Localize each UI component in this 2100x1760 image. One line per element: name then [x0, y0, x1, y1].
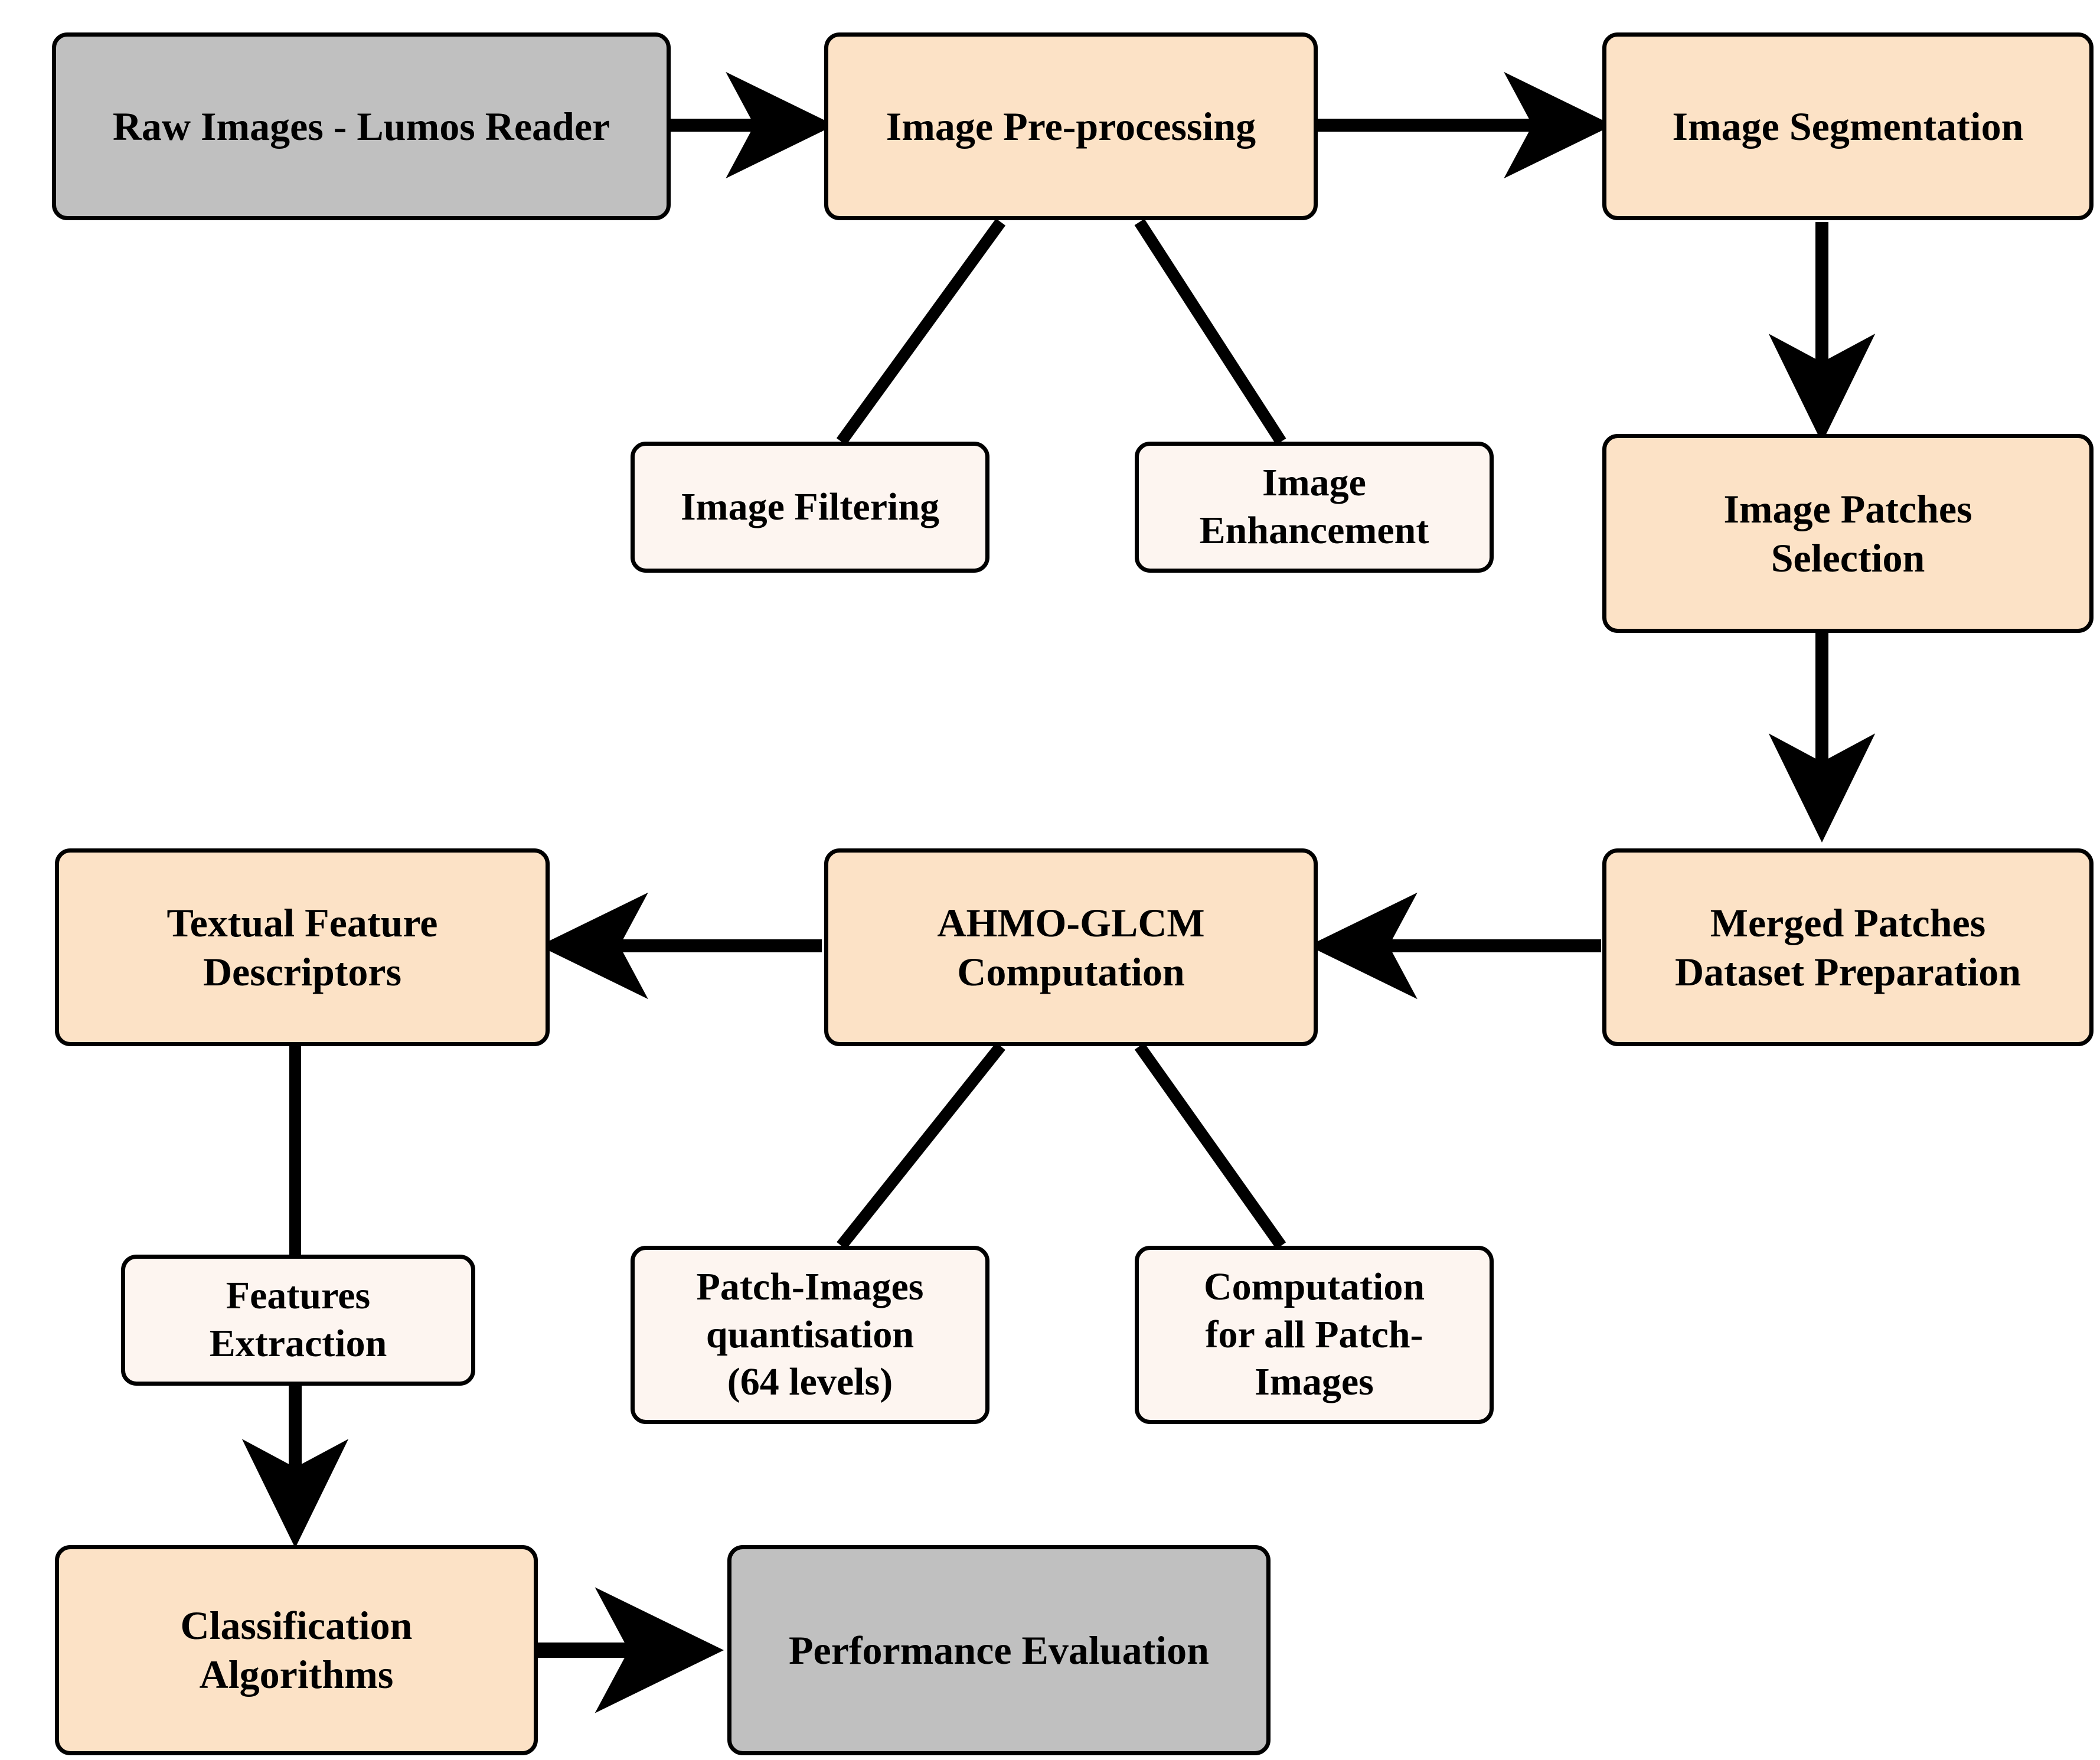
node-textual-feature-descriptors[interactable]: Textual Feature Descriptors	[55, 848, 550, 1046]
node-raw-images[interactable]: Raw Images - Lumos Reader	[52, 32, 671, 220]
edge-preprocessing-to-enhancement	[1134, 218, 1286, 445]
node-image-pre-processing[interactable]: Image Pre-processing	[824, 32, 1318, 220]
node-merged-patches-dataset-preparation[interactable]: Merged Patches Dataset Preparation	[1602, 848, 2094, 1046]
edge-preprocessing-to-filtering	[836, 218, 1006, 445]
node-performance-evaluation[interactable]: Performance Evaluation	[727, 1545, 1271, 1755]
node-patch-images-quantisation[interactable]: Patch-Images quantisation (64 levels)	[631, 1246, 989, 1424]
node-classification-algorithms[interactable]: Classification Algorithms	[55, 1545, 538, 1755]
edge-ahmo-glcm-to-computation-all	[1134, 1043, 1286, 1249]
node-image-segmentation[interactable]: Image Segmentation	[1602, 32, 2094, 220]
node-image-filtering[interactable]: Image Filtering	[631, 442, 989, 573]
node-computation-for-all-patch-images[interactable]: Computation for all Patch- Images	[1135, 1246, 1494, 1424]
node-image-enhancement[interactable]: Image Enhancement	[1135, 442, 1494, 573]
node-ahmo-glcm-computation[interactable]: AHMO-GLCM Computation	[824, 848, 1318, 1046]
node-image-patches-selection[interactable]: Image Patches Selection	[1602, 434, 2094, 633]
node-features-extraction[interactable]: Features Extraction	[121, 1255, 475, 1386]
edge-ahmo-glcm-to-quantisation	[837, 1042, 1005, 1250]
